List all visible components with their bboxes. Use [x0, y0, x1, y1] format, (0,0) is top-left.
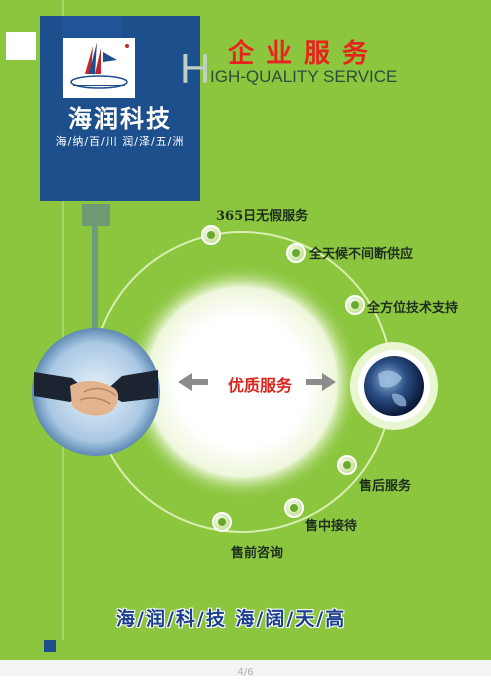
- brand-panel: 海润科技 海/纳/百/川 润/泽/五/洲: [40, 16, 200, 201]
- page-subtitle: IGH-QUALITY SERVICE: [210, 67, 398, 86]
- decorative-bottom-square: [44, 640, 56, 652]
- brochure-page: 海润科技 海/纳/百/川 润/泽/五/洲 H 企业服务 IGH-QUALITY …: [0, 0, 491, 660]
- page-title: 企业服务: [228, 39, 381, 69]
- arrow-right-icon: [306, 373, 336, 391]
- center-label: 优质服务: [227, 376, 292, 395]
- company-slogan: 海/纳/百/川 润/泽/五/洲: [55, 135, 185, 148]
- service-node-top-2: [286, 243, 306, 263]
- page-indicator-bar: 4/6: [0, 660, 491, 678]
- service-label-pre-sales: 售前咨询: [231, 546, 284, 561]
- center-glow: [124, 264, 360, 500]
- company-name: 海润科技: [68, 105, 172, 133]
- service-node-top-1: [201, 225, 221, 245]
- title-initial-letter: H: [180, 45, 211, 92]
- decorative-white-square: [6, 32, 36, 60]
- globe-icon: [350, 342, 438, 430]
- service-label-all-day: 全天候不间断供应: [309, 247, 414, 262]
- decorative-bar: [92, 226, 98, 391]
- service-node-top-3: [345, 295, 365, 315]
- company-logo: [63, 38, 135, 98]
- service-node-bottom-3: [212, 512, 232, 532]
- page-number: 4/6: [237, 667, 254, 678]
- service-node-bottom-2: [284, 498, 304, 518]
- handshake-icon: [32, 328, 160, 456]
- decorative-square: [82, 204, 110, 226]
- service-node-bottom-1: [337, 455, 357, 475]
- service-label-tech-support: 全方位技术支持: [367, 301, 459, 316]
- service-label-in-sales: 售中接待: [305, 519, 358, 534]
- service-label-after-sales: 售后服务: [359, 479, 412, 494]
- service-label-365: 365日无假服务: [216, 209, 309, 224]
- service-diagram: [32, 225, 438, 533]
- arrow-left-icon: [178, 373, 208, 391]
- decorative-vertical-line: [62, 0, 64, 640]
- footer-slogan: 海/润/科/技 海/阔/天/高: [116, 608, 347, 630]
